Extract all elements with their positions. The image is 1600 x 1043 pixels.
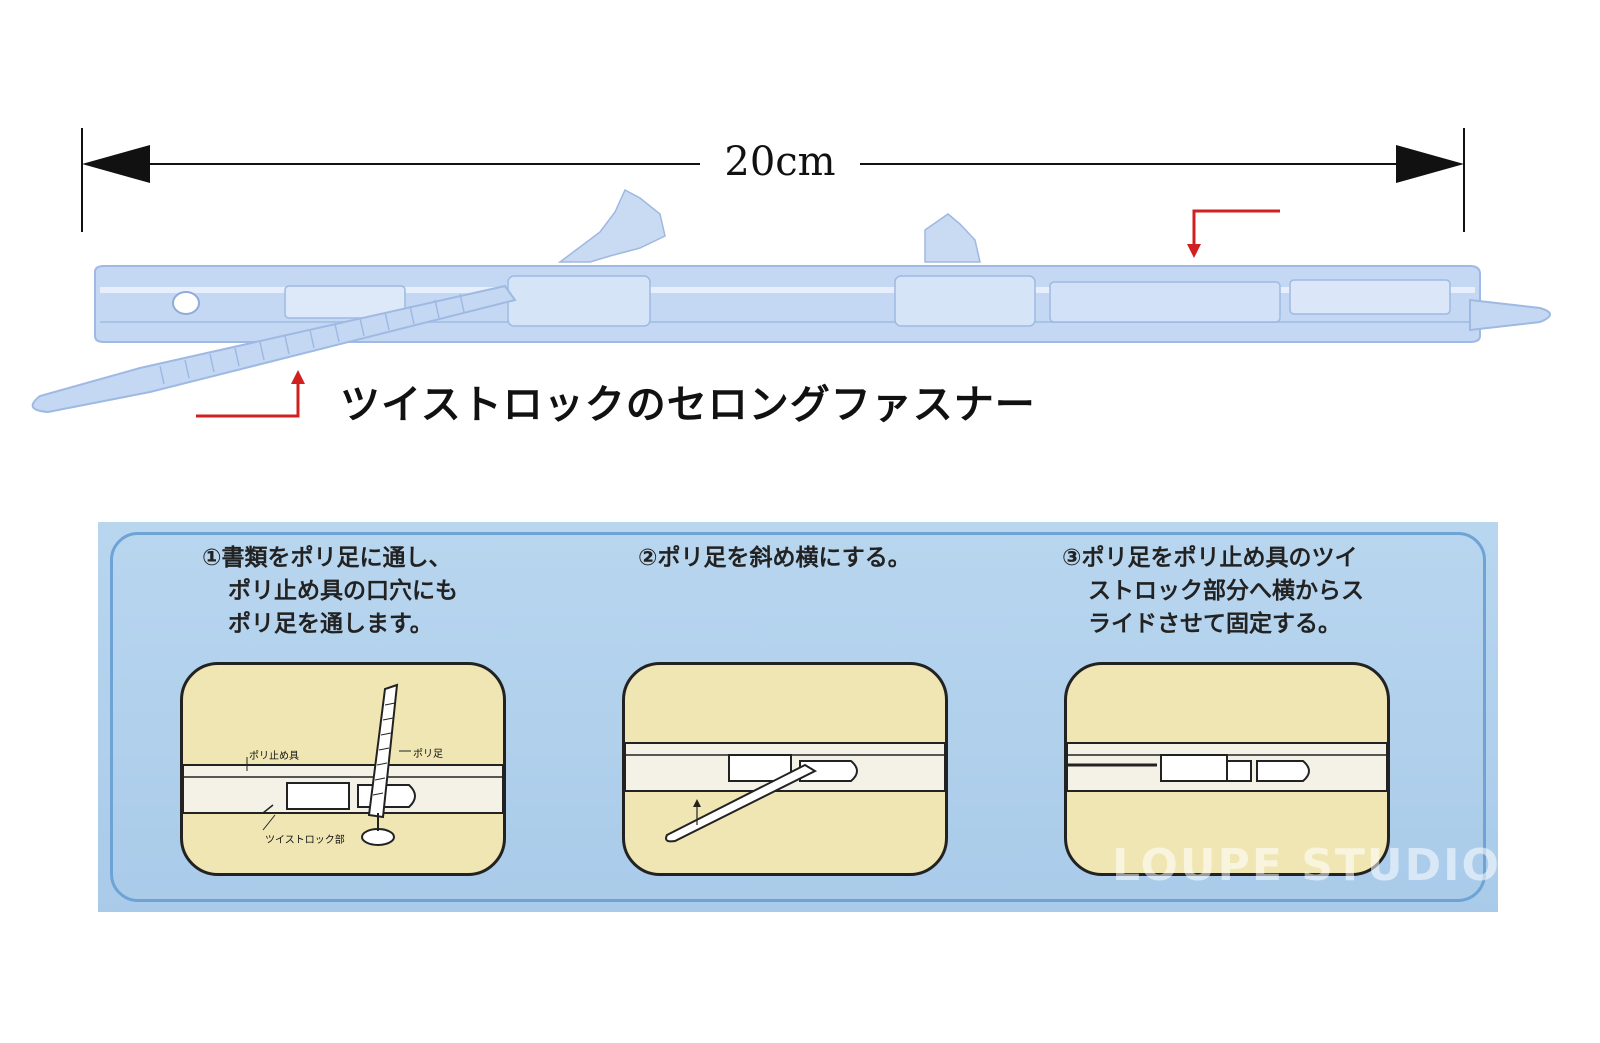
- panel-frame: [110, 532, 1486, 902]
- step-3-line-3: ライドさせて固定する。: [1088, 611, 1341, 637]
- watermark: LOUPE STUDIO: [1112, 840, 1501, 891]
- red-arrow-right: [1192, 209, 1280, 250]
- leg-ridges: [159, 293, 465, 385]
- step-2-diagram: [622, 662, 948, 876]
- broken-tab-right: [924, 213, 981, 263]
- step-1-text: ①書類をポリ足に通し、 ポリ止め具の口穴にも ポリ足を通します。: [202, 542, 458, 641]
- step-1-line-1: ①書類をポリ足に通し、: [202, 545, 452, 571]
- step-3-line-1: ③ポリ足をポリ止め具のツイ: [1062, 545, 1358, 571]
- step-3-line-2: ストロック部分へ横からス: [1088, 578, 1364, 604]
- step-2-line-1: ②ポリ足を斜め横にする。: [638, 545, 911, 571]
- fastener-tail-right: [1469, 298, 1551, 332]
- step-3-diagram: [1064, 662, 1390, 876]
- dimension-label: 20cm: [700, 138, 860, 186]
- dimension-left-arrow: [82, 145, 150, 183]
- step-1-diagram: ポリ止め具 ポリ足 ツイストロック部: [180, 662, 506, 876]
- step-2-text: ②ポリ足を斜め横にする。: [638, 542, 911, 575]
- red-arrow-left: [196, 378, 300, 418]
- hole-left: [172, 291, 200, 315]
- poly-leg: [31, 284, 517, 414]
- instruction-panel: ①書類をポリ足に通し、 ポリ止め具の口穴にも ポリ足を通します。 ②ポリ足を斜め…: [98, 522, 1498, 912]
- step-1-line-2: ポリ止め具の口穴にも: [228, 578, 458, 604]
- product-title: ツイストロックのセロングファスナー: [340, 382, 1036, 428]
- step-1-line-3: ポリ足を通します。: [228, 611, 433, 637]
- label-stopper: ポリ止め具: [249, 751, 299, 762]
- fastener-illustration: [31, 128, 1551, 418]
- label-leg: ポリ足: [413, 749, 443, 760]
- label-lock: ツイストロック部: [265, 835, 345, 846]
- broken-tab-left: [557, 188, 666, 263]
- dimension-right-arrow: [1396, 145, 1464, 183]
- step-3-text: ③ポリ足をポリ止め具のツイ ストロック部分へ横からス ライドさせて固定する。: [1062, 542, 1364, 641]
